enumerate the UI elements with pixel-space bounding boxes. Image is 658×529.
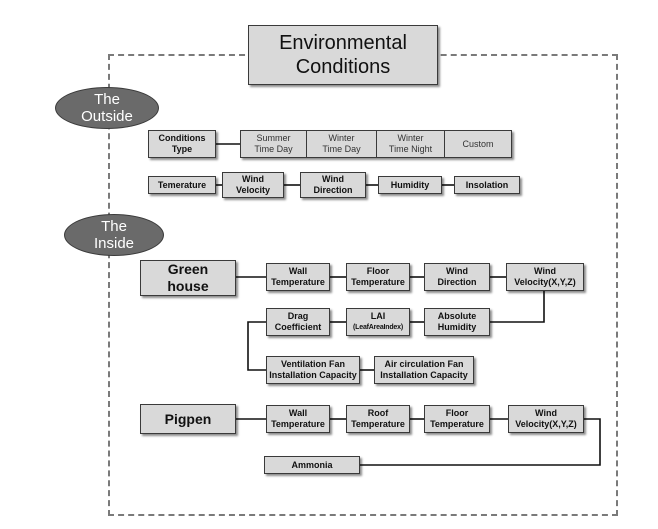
gh-lai-sub-label: (LeafAreaIndex) — [353, 324, 403, 331]
gh-air-circulation-fan-box: Air circulation Fan Installation Capacit… — [374, 356, 474, 384]
gh-lai-box: LAI (LeafAreaIndex) — [346, 308, 410, 336]
condition-summer-time-day: Summer Time Day — [241, 131, 307, 157]
outside-wind-velocity-box: Wind Velocity — [222, 172, 284, 198]
pigpen-box: Pigpen — [140, 404, 236, 434]
outside-wind-direction-box: Wind Direction — [300, 172, 366, 198]
gh-wind-direction-box: Wind Direction — [424, 263, 490, 291]
conditions-type-strip: Summer Time Day Winter Time Day Winter T… — [240, 130, 512, 158]
outside-temperature-box: Temerature — [148, 176, 216, 194]
diagram-title: Environmental Conditions — [248, 25, 438, 85]
gh-wind-velocity-box: Wind Velocity(X,Y,Z) — [506, 263, 584, 291]
outside-label: The Outside — [55, 87, 159, 129]
pp-floor-temperature-box: Floor Temperature — [424, 405, 490, 433]
gh-absolute-humidity-box: Absolute Humidity — [424, 308, 490, 336]
gh-floor-temperature-box: Floor Temperature — [346, 263, 410, 291]
connector-gh-wrap-1 — [490, 290, 545, 323]
connector-pp-wrap — [360, 418, 601, 466]
condition-custom: Custom — [445, 131, 511, 157]
gh-lai-label: LAI — [370, 311, 386, 321]
pp-ammonia-box: Ammonia — [264, 456, 360, 474]
pp-wall-temperature-box: Wall Temperature — [266, 405, 330, 433]
outside-insolation-box: Insolation — [454, 176, 520, 194]
pp-wind-velocity-box: Wind Velocity(X,Y,Z) — [508, 405, 584, 433]
connector-gh-wrap-2 — [247, 321, 266, 371]
outside-humidity-box: Humidity — [378, 176, 442, 194]
gh-drag-coefficient-box: Drag Coefficient — [266, 308, 330, 336]
gh-ventilation-fan-box: Ventilation Fan Installation Capacity — [266, 356, 360, 384]
conditions-type-box: Conditions Type — [148, 130, 216, 158]
gh-wall-temperature-box: Wall Temperature — [266, 263, 330, 291]
inside-label: The Inside — [64, 214, 164, 256]
greenhouse-box: Green house — [140, 260, 236, 296]
condition-winter-time-night: Winter Time Night — [377, 131, 445, 157]
condition-winter-time-day: Winter Time Day — [307, 131, 377, 157]
pp-roof-temperature-box: Roof Temperature — [346, 405, 410, 433]
